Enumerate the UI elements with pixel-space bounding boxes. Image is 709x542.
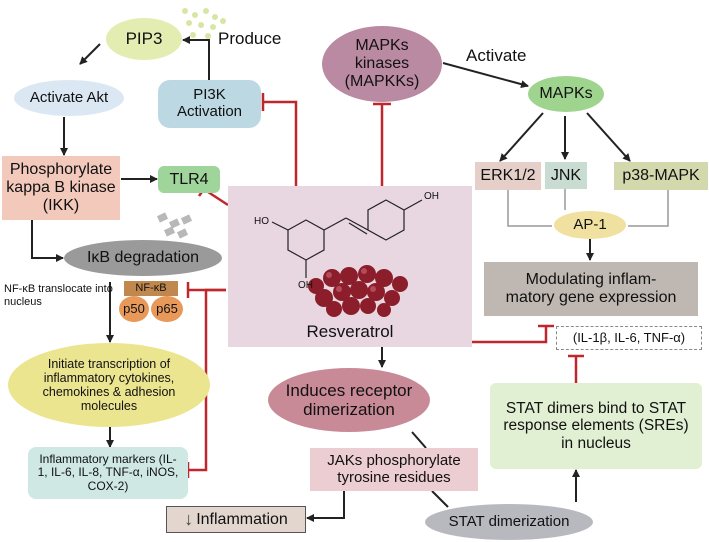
pi3k-node: PI3K Activation [158, 80, 261, 128]
inhibit-modulating [472, 326, 548, 344]
arrow-mapkk-to-mapks [442, 62, 529, 89]
line-jaks-to-statdimer [431, 490, 449, 508]
induces-dimerization-node: Induces receptor dimerization [268, 368, 430, 432]
oh-bottom: OH [298, 280, 313, 291]
tlr4-node: TLR4 [158, 166, 220, 193]
inhibit-pi3k [264, 100, 298, 186]
oh-top: OH [424, 191, 439, 202]
line-induces-to-jaks [411, 431, 427, 449]
pip3-node: PIP3 [106, 18, 182, 60]
nfkb-box: NF-κB [124, 281, 178, 296]
stat-bind-node: STAT dimers bind to STAT response elemen… [490, 383, 702, 469]
arrow-ikk-to-ikb [31, 220, 64, 262]
ikb-degradation-node: IκB degradation [64, 240, 222, 276]
initiate-transcription-node: Initiate transcription of inflammatory c… [8, 343, 210, 427]
down-arrow-icon: ↓ [184, 509, 194, 530]
resveratrol-label: Resveratrol [306, 321, 394, 341]
arrow-pip3-to-akt [79, 43, 101, 65]
p65-node: p65 [151, 296, 183, 322]
ap1-node: AP-1 [554, 211, 626, 239]
resveratrol-structure [271, 199, 423, 317]
modulating-node: Modulating inflam-matory gene expression [484, 262, 698, 316]
nfkb-translocate-label: NF-κB translocate into nucleus [4, 283, 113, 308]
line-p38-to-ap1 [628, 190, 669, 227]
arrow-mapks-to-erk [499, 112, 544, 162]
mapkk-node: MAPKs kinases (MAPKKs) [322, 26, 442, 102]
arrow-jaks-to-inflammation [306, 491, 345, 522]
jaks-node: JAKs phosphorylate tyrosine residues [310, 448, 478, 491]
erk-node: ERK1/2 [475, 162, 541, 190]
activate-label: Activate [466, 46, 527, 65]
p38-node: p38-MAPK [614, 162, 708, 190]
stat-dimerization-node: STAT dimerization [425, 504, 593, 540]
line-erk-to-ap1 [507, 190, 552, 227]
resveratrol-panel: OH HO OH Resveratrol [228, 186, 472, 347]
arrow-mapks-to-p38 [586, 112, 631, 162]
activate-akt-node: Activate Akt [14, 80, 124, 116]
inflammatory-markers-node: Inflammatory markers (IL-1, IL-6, IL-8, … [28, 447, 188, 499]
ho-left: HO [254, 216, 269, 227]
p50-node: p50 [119, 296, 149, 322]
inflammation-node: ↓ Inflammation [166, 506, 306, 533]
produce-label: Produce [218, 29, 282, 48]
mapks-node: MAPKs [528, 76, 604, 112]
jnk-node: JNK [545, 162, 587, 189]
arrow-pi3k-to-pip3 [182, 36, 210, 80]
cytokines-box: (IL-1β, IL-6, TNF-α) [556, 326, 702, 350]
ikk-node: Phosphorylate kappa B kinase (IKK) [2, 156, 120, 220]
